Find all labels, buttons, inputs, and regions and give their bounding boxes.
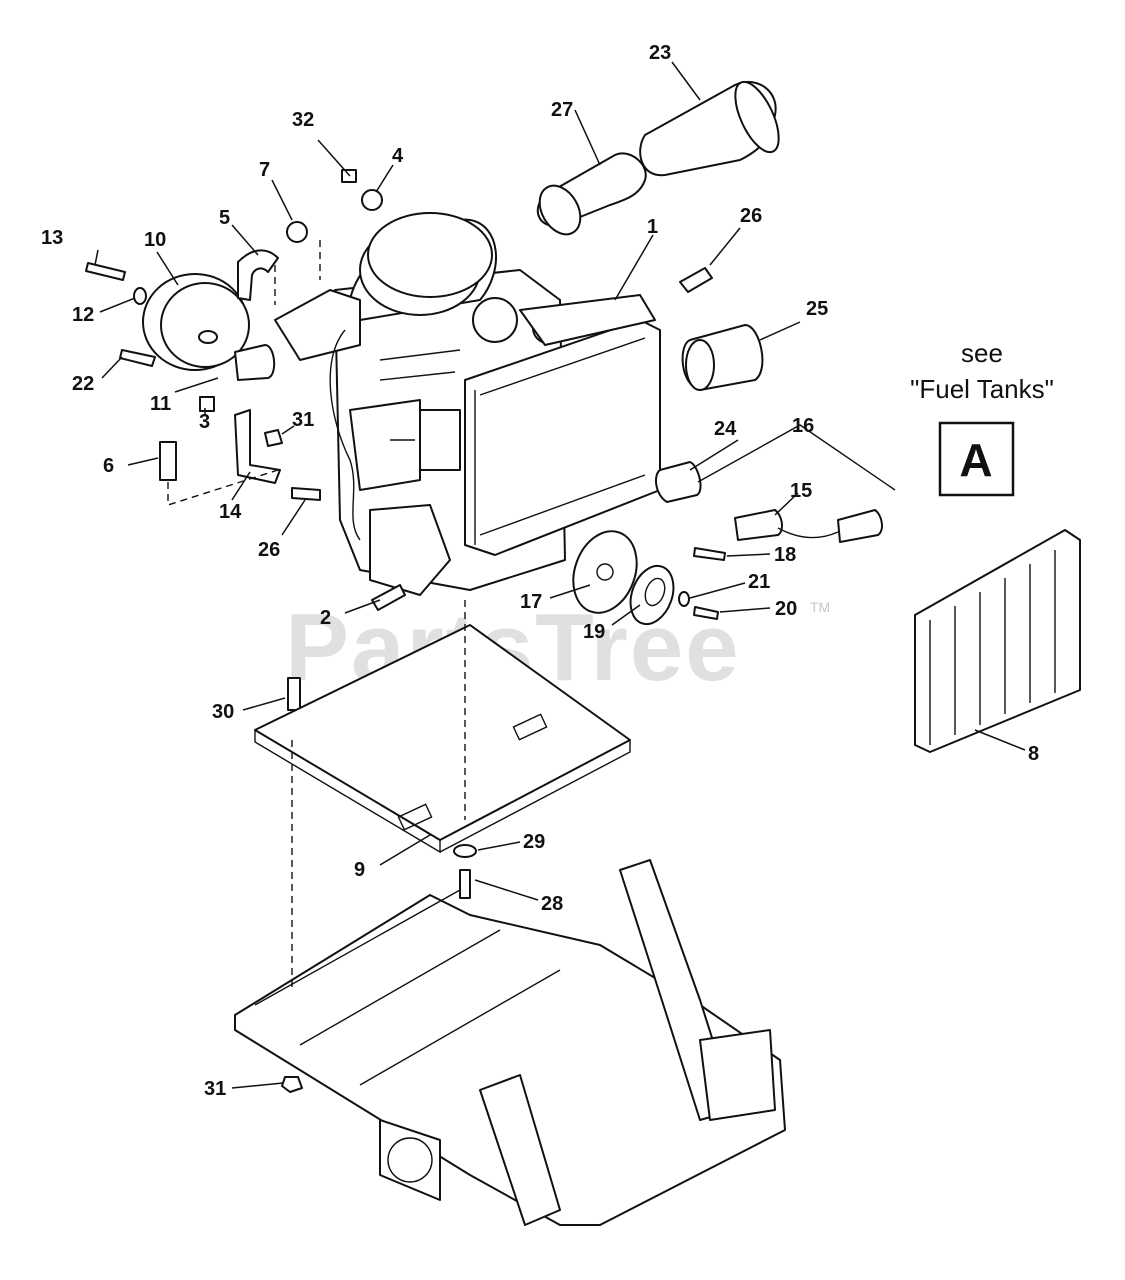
callout-9: 9: [354, 859, 365, 881]
align-line-bolt6: [167, 469, 279, 506]
washer-21: [678, 591, 690, 607]
callout-30: 30: [212, 701, 234, 723]
bolt-18: [693, 547, 726, 561]
callout-25: 25: [806, 298, 828, 320]
air-cleaner: [142, 273, 250, 371]
callout-8: 8: [1028, 743, 1039, 765]
callout-27: 27: [551, 99, 573, 121]
fuel-hose-2: [837, 509, 883, 543]
bolt-30: [287, 677, 301, 711]
bolt-28: [459, 869, 471, 899]
callout-23: 23: [649, 42, 671, 64]
grille-screen: [914, 529, 1081, 753]
callout-16: 16: [792, 415, 814, 437]
exhaust-pipe: [536, 152, 647, 236]
callout-31-top: 31: [292, 409, 314, 431]
bracket: [234, 409, 281, 484]
callout-32: 32: [292, 109, 314, 131]
reference-letter-a: A: [959, 434, 992, 486]
callout-21: 21: [748, 571, 770, 593]
bolt-22: [119, 349, 156, 367]
callout-6: 6: [103, 455, 114, 477]
callout-29: 29: [523, 831, 545, 853]
sensor-2: [371, 584, 406, 611]
chassis-frame: [234, 859, 786, 1226]
align-line-hose: [274, 240, 321, 305]
callout-10: 10: [144, 229, 166, 251]
watermark-tm: TM: [810, 599, 830, 615]
callout-26-lower: 26: [258, 539, 280, 561]
callout-12: 12: [72, 304, 94, 326]
hose-clamp-7: [286, 221, 308, 243]
callout-22: 22: [72, 373, 94, 395]
callout-7: 7: [259, 159, 270, 181]
callout-leaders: [94, 61, 1026, 1089]
callout-19: 19: [583, 621, 605, 643]
radiator: [464, 294, 661, 556]
callout-18: 18: [774, 544, 796, 566]
nut-31: [264, 429, 283, 447]
callout-15: 15: [790, 480, 812, 502]
sender-4: [361, 189, 383, 211]
callout-5: 5: [219, 207, 230, 229]
callout-31-lower: 31: [204, 1078, 226, 1100]
note-fuel-tanks: "Fuel Tanks": [910, 374, 1054, 404]
washer-12: [133, 287, 147, 305]
intake-hose: [234, 344, 276, 381]
hose-elbow: [237, 249, 279, 301]
bolt-6: [159, 441, 177, 481]
oil-filter: [681, 324, 764, 391]
muffler: [639, 80, 780, 177]
washer-29: [453, 844, 477, 858]
callout-28: 28: [541, 893, 563, 915]
nut-31-lower: [281, 1076, 303, 1093]
callout-4: 4: [392, 145, 404, 167]
callout-26-top: 26: [740, 205, 762, 227]
callout-11: 11: [150, 393, 171, 415]
sensor-26-top: [679, 267, 713, 293]
callout-2: 2: [320, 607, 331, 629]
callout-17: 17: [520, 591, 542, 613]
nut-3: [199, 396, 215, 412]
note-see: see: [961, 338, 1003, 368]
callout-24: 24: [714, 418, 737, 440]
callout-14: 14: [219, 501, 242, 523]
fuel-hose: [734, 509, 783, 541]
bolt-20: [693, 606, 719, 620]
callout-3: 3: [199, 411, 210, 433]
bolt-13: [85, 262, 126, 281]
callout-1: 1: [647, 216, 658, 238]
engine-mount-plate: [254, 624, 631, 854]
callout-13: 13: [41, 227, 63, 249]
callout-20: 20: [775, 598, 797, 620]
reference-box-a[interactable]: [938, 421, 1015, 497]
pulley: [629, 564, 675, 626]
sensor-26-lower: [291, 487, 321, 501]
drive-plate: [572, 530, 638, 614]
